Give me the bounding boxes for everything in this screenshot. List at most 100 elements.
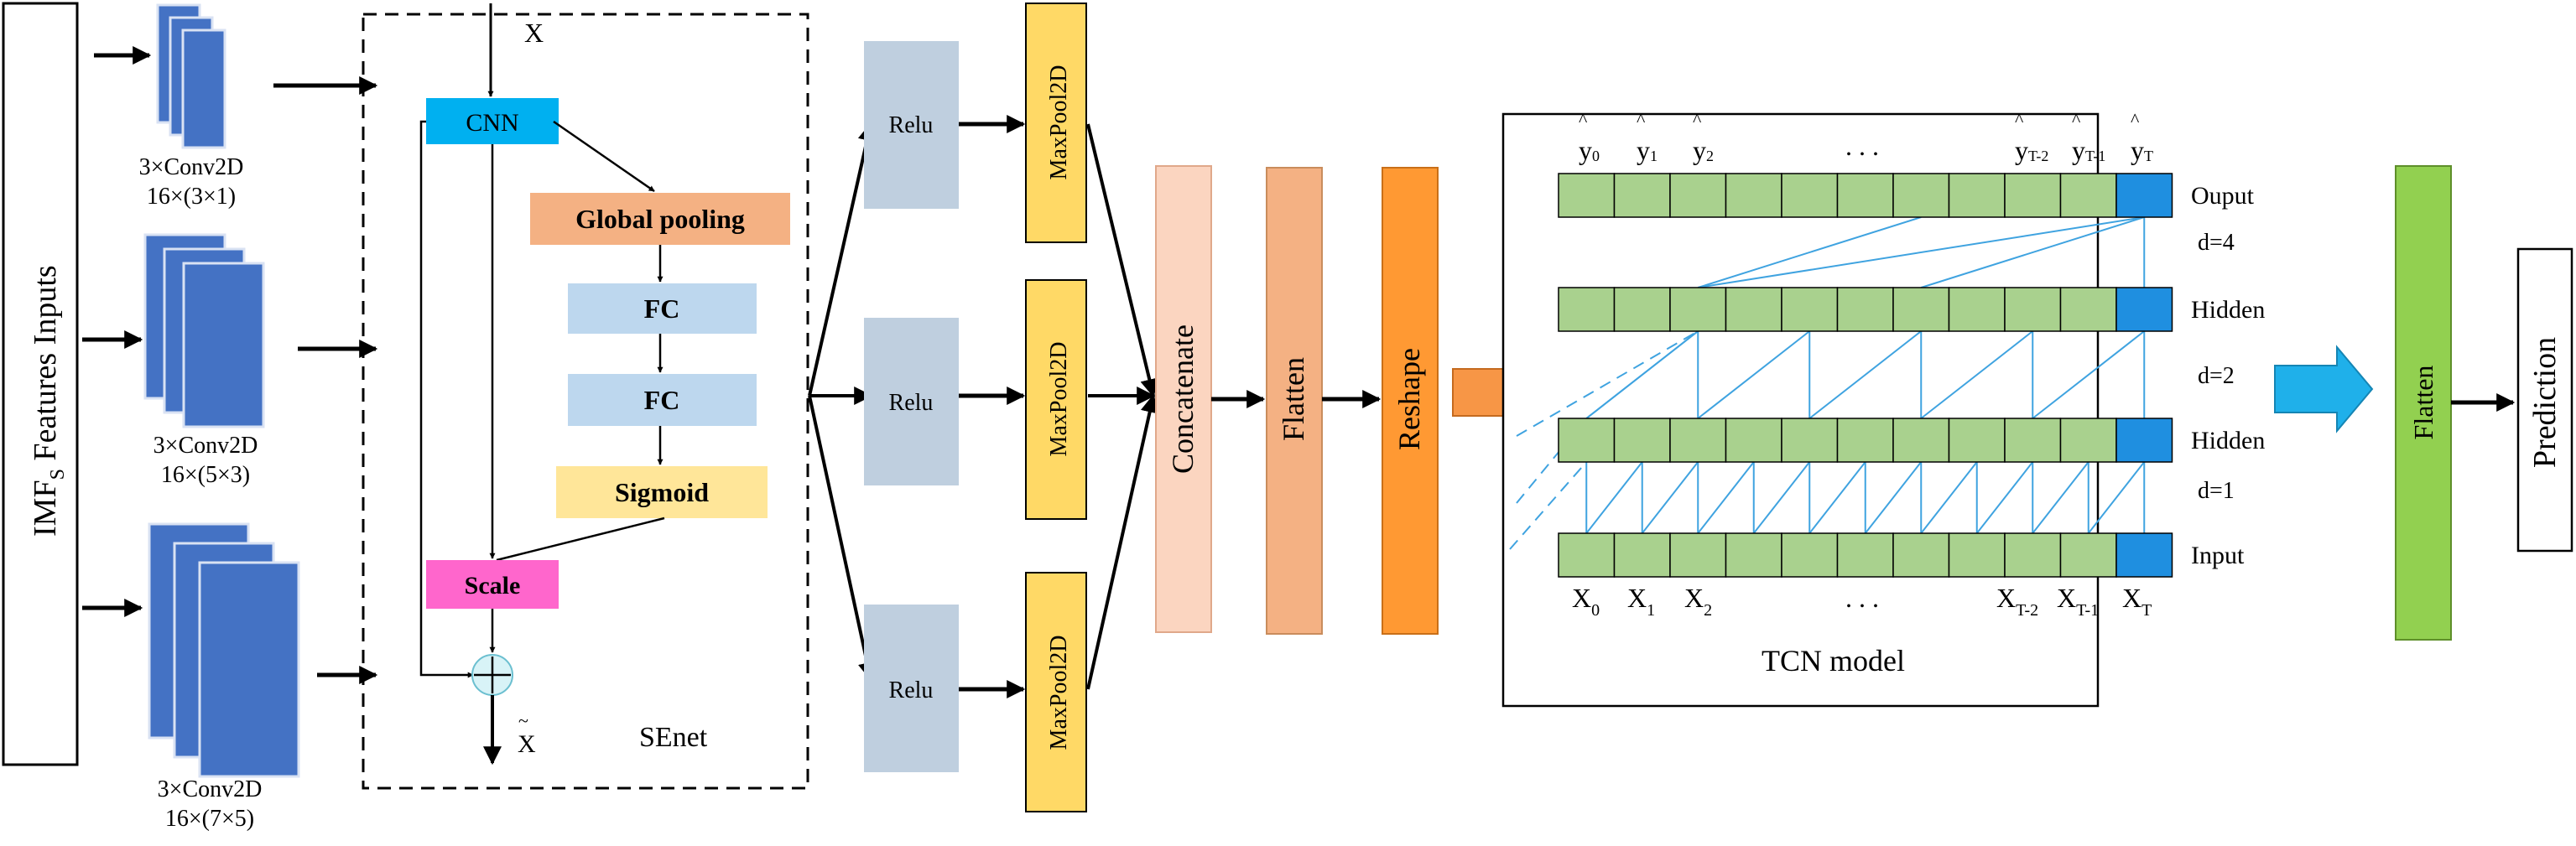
tcn-cell: [2004, 532, 2062, 578]
tcn-cell: [2059, 532, 2117, 578]
tcn-cell: [1558, 173, 1616, 218]
tcn-cell: [2004, 418, 2062, 463]
global-pooling-box: [530, 193, 790, 245]
scale-box: [426, 560, 559, 609]
tcn-yhat-label: y2: [1693, 135, 1714, 165]
tcn-dilation-label: d=2: [2198, 363, 2235, 389]
tcn-cell: [1725, 532, 1782, 578]
tcn-link: [2032, 330, 2145, 419]
tcn-cell: [2115, 418, 2173, 463]
senet-output-accent: ~: [518, 710, 528, 731]
arrow-senet-relu1: [808, 122, 877, 397]
tcn-dilation-label: d=1: [2198, 478, 2235, 504]
tcn-cell: [1669, 532, 1727, 578]
tcn-cell: [2115, 532, 2173, 578]
tcn-cell: [1892, 287, 1950, 332]
reshape-box: [1382, 167, 1439, 635]
tcn-cell: [2115, 173, 2173, 218]
tcn-cell: [1669, 418, 1727, 463]
tcn-cell: [1836, 173, 1894, 218]
tcn-cell: [1613, 287, 1671, 332]
fc1-label: FC: [644, 293, 680, 324]
tcn-cell: [2059, 287, 2117, 332]
tcn-link: [1698, 216, 2145, 288]
tcn-cell: [1725, 287, 1782, 332]
inputs-box: [2, 2, 79, 766]
residual-skip-line: [419, 120, 474, 678]
arrow-senet-relu3: [808, 395, 877, 682]
tcn-cell: [1781, 532, 1839, 578]
maxpool-box-3: [1025, 572, 1087, 812]
tcn-cell: [1781, 418, 1839, 463]
tcn-cell: [1558, 418, 1616, 463]
maxpool-box-1: [1025, 3, 1087, 243]
senet-box: [362, 13, 809, 790]
tcn-yhat-accent: ^: [1579, 109, 1588, 130]
reshape-label: Reshape: [1392, 348, 1426, 450]
tcn-row-label: Hidden: [2191, 296, 2265, 324]
tcn-row-label: Input: [2191, 542, 2245, 569]
tcn-cell: [1613, 173, 1671, 218]
tcn-cell: [1836, 532, 1894, 578]
scale-label: Scale: [465, 572, 521, 599]
tcn-cell: [2004, 173, 2062, 218]
tcn-link: [2032, 461, 2089, 534]
senet-cnn-label: CNN: [466, 109, 518, 137]
tcn-link: [1975, 461, 2034, 534]
tcn-link: [1509, 461, 1588, 550]
maxpool-label-3: MaxPool2D: [1046, 636, 1072, 750]
tcn-title: TCN model: [1762, 644, 1905, 677]
fc2-box: [568, 374, 757, 426]
tcn-link: [1585, 330, 1699, 419]
conv1-shape: 16×(3×1): [147, 184, 236, 210]
tcn-yhat-accent: ^: [1637, 109, 1646, 130]
tcn-link: [1920, 330, 2033, 419]
conv3-title: 3×Conv2D: [158, 776, 263, 802]
tcn-cell: [2004, 287, 2062, 332]
tcn-yhat-accent: ^: [2015, 109, 2024, 130]
global-pooling-label: Global pooling: [575, 204, 745, 234]
tcn-yhat-accent: ^: [2072, 109, 2081, 130]
tcn-y-ellipsis: . . .: [1845, 131, 1879, 161]
tcn-link: [1697, 330, 1810, 419]
tcn-x-label: XT-2: [1996, 583, 2038, 620]
tcn-row-label: Ouput: [2191, 182, 2255, 210]
relu-label-1: Relu: [889, 112, 934, 138]
tcn-cell: [1613, 532, 1671, 578]
tcn-cell: [1892, 418, 1950, 463]
tcn-link: [1808, 330, 1922, 419]
senet-output-label: X: [518, 730, 536, 758]
tcn-cell: [1948, 287, 2006, 332]
tcn-link: [2087, 461, 2146, 534]
tcn-cell: [1781, 287, 1839, 332]
tcn-cell: [1558, 532, 1616, 578]
tcn-link: [1920, 216, 2145, 288]
maxpool-box-2: [1025, 279, 1087, 520]
prediction-label: Prediction: [2527, 337, 2563, 468]
conv1-title: 3×Conv2D: [139, 154, 244, 180]
tcn-cell: [1948, 418, 2006, 463]
maxpool-label-1: MaxPool2D: [1046, 65, 1072, 180]
tcn-yhat-accent: ^: [2131, 109, 2140, 130]
tcn-cell: [1948, 532, 2006, 578]
sigmoid-box: [556, 466, 768, 518]
tcn-cell: [1669, 173, 1727, 218]
senet-input-label: X: [524, 18, 544, 48]
conv-stack-3: [148, 522, 300, 778]
relu-label-3: Relu: [889, 677, 934, 703]
tcn-cell: [1892, 173, 1950, 218]
sigmoid-label: Sigmoid: [615, 477, 709, 507]
tcn-cell: [1725, 173, 1782, 218]
concatenate-label: Concatenate: [1166, 324, 1200, 474]
relu-box-1: [864, 41, 959, 209]
prediction-box: [2516, 247, 2573, 553]
conv3-shape: 16×(7×5): [165, 806, 254, 832]
tcn-link: [1752, 461, 1811, 534]
conv2-title: 3×Conv2D: [154, 433, 258, 459]
line-sigmoid-scale: [496, 516, 665, 562]
tcn-cell: [1613, 418, 1671, 463]
tcn-row-label: Hidden: [2191, 427, 2265, 454]
conv-stack-2: [143, 233, 265, 428]
fc2-label: FC: [644, 385, 680, 415]
